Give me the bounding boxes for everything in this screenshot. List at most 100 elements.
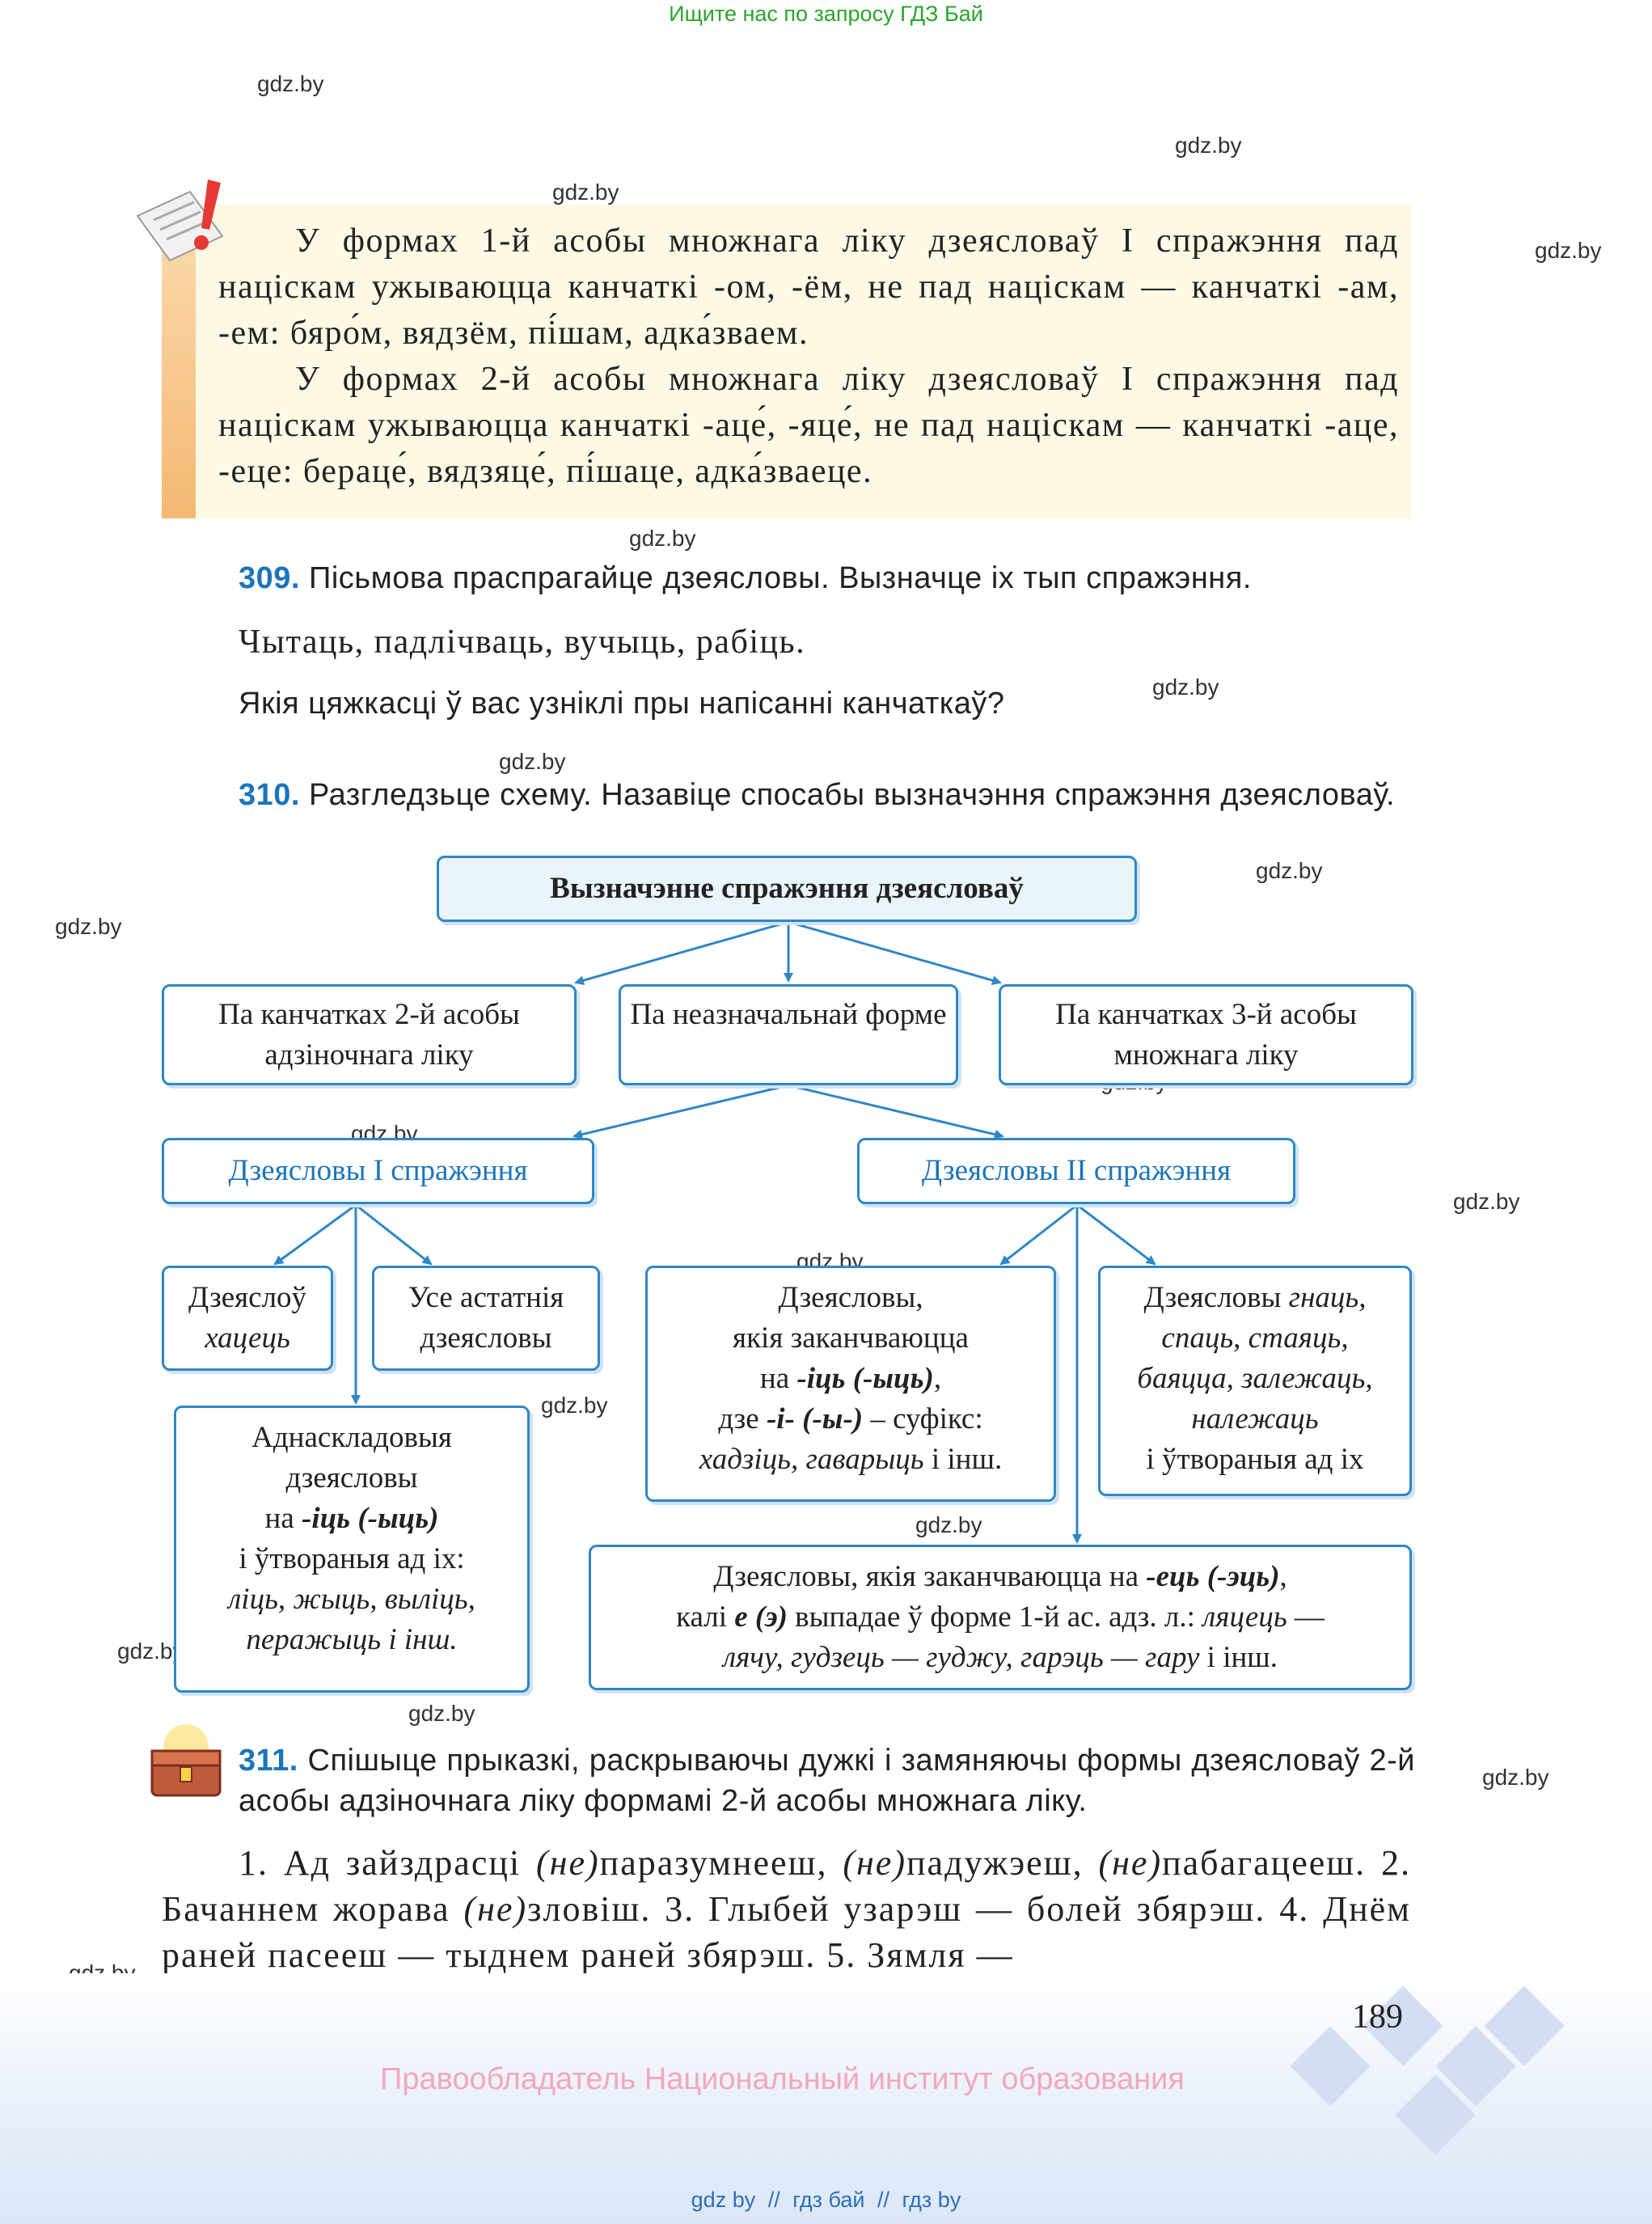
bottom-separator: // [767, 2188, 780, 2212]
box-line: Дзеясловы, якія заканчваюцца на -ець (-э… [591, 1557, 1409, 1597]
verbs-ets-box: Дзеясловы, якія заканчваюцца на -ець (-э… [589, 1545, 1412, 1690]
bottom-separator: // [877, 2188, 890, 2212]
box-line: Дзеяслоў [188, 1281, 307, 1314]
rule-text: У формах 1-й асобы множнага ліку дзеясло… [218, 218, 1399, 495]
box-text: , [1279, 1560, 1287, 1593]
proverb-text: паразумнееш, [599, 1843, 843, 1883]
diagram-root-box: Вызначэнне спражэння дзеясловаў [437, 856, 1137, 922]
box-text: -ець (-эць) [1146, 1560, 1280, 1593]
treasure-chest-icon [150, 1724, 222, 1797]
top-banner[interactable]: Ищите нас по запросу ГДЗ Бай [669, 2, 983, 26]
box-text: — [1287, 1600, 1325, 1634]
box-line: на -іць (-ыць), [648, 1359, 1054, 1399]
box-line: Дзеясловы гнаць, [1101, 1278, 1409, 1318]
rule-paragraph-1: У формах 1-й асобы множнага ліку дзеясло… [218, 222, 1399, 352]
method-box-3rd-person: Па канчатках 3-й асобы множнага ліку [999, 984, 1413, 1085]
verbs-its-suffix-box: Дзеясловы, якія заканчваюцца на -іць (-ы… [645, 1266, 1056, 1502]
box-line: і ўтвораныя ад іх [1146, 1443, 1364, 1476]
box-line: хацець [205, 1321, 290, 1355]
box-text: е (э) [734, 1600, 788, 1634]
verb-khatsets-box: Дзеяслоў хацець [162, 1266, 333, 1371]
watermark: gdz.by [499, 749, 566, 774]
other-verbs-box: Усе астатнія дзеясловы [372, 1266, 600, 1371]
watermark: gdz.by [55, 914, 122, 939]
box-line: хадзіць, гаварыць і інш. [648, 1440, 1054, 1480]
watermark: gdz.by [1175, 133, 1242, 158]
watermark: gdz.by [915, 1512, 982, 1537]
box-line: спаць, стаяць, [1161, 1321, 1349, 1355]
box-text: Дзеясловы, якія заканчваюцца на [713, 1560, 1147, 1593]
watermark: gdz.by [1256, 858, 1323, 883]
watermark: gdz.by [1535, 238, 1602, 263]
task-number: 310. [239, 778, 300, 812]
diagram-arrows [273, 920, 1156, 1544]
rule-box [162, 205, 1411, 518]
box-text: Дзеясловы [1143, 1281, 1289, 1314]
box-text: ыць і інш. [332, 1623, 458, 1656]
proverb-text: (не) [463, 1889, 528, 1929]
box-text: выпадае ў форме 1-й ас. адз. л.: [787, 1600, 1203, 1634]
bottom-link[interactable]: гдз бай [792, 2188, 865, 2212]
box-text: і інш. [1199, 1641, 1278, 1674]
task-number: 311. [239, 1744, 298, 1778]
task-309: 309. Пісьмова праспрагайце дзеясловы. Вы… [239, 558, 1419, 598]
task-311-proverbs: 1. Ад зайздрасці (не)паразумнееш, (не)па… [162, 1840, 1411, 1978]
box-text: ляцець [1202, 1600, 1287, 1634]
copyright-notice: Правообладатель Национальный институт об… [380, 2062, 1185, 2096]
box-line: дзеясловы [285, 1461, 418, 1495]
method-box-infinitive: Па неазначальнай форме [619, 984, 958, 1085]
box-text: на [759, 1362, 797, 1395]
verbs-gnats-box: Дзеясловы гнаць, спаць, стаяць, баяцца, … [1098, 1266, 1412, 1496]
bottom-link[interactable]: gdz by [691, 2188, 756, 2212]
conjugation-1-box: Дзеясловы I спражэння [162, 1138, 594, 1204]
task-text: Разгледзьце схему. Назавіце спосабы вызн… [309, 778, 1396, 812]
box-text: дзе [718, 1402, 767, 1435]
watermark: gdz.by [552, 180, 619, 205]
proverb-text: падужэеш, [906, 1843, 1099, 1883]
box-text: хадзіць, гаварыць [699, 1443, 924, 1476]
bottom-link[interactable]: гдз by [902, 2188, 961, 2212]
task-309-words: Чытаць, падлічваць, вучыць, рабіць. [239, 624, 806, 661]
watermark: gdz.by [1152, 674, 1219, 700]
task-311: 311. Спішыце прыказкі, раскрываючы дужкі… [239, 1740, 1415, 1821]
box-text: – суфікс: [863, 1402, 983, 1435]
box-text: -іць (-ыць) [796, 1362, 934, 1395]
task-309-question: Якія цяжкасці ў вас узніклі пры напісанн… [239, 687, 1005, 721]
box-line: перажыць і інш. [176, 1620, 527, 1660]
task-number: 309. [239, 561, 300, 595]
method-box-2nd-person: Па канчатках 2-й асобы адзіночнага ліку [162, 984, 577, 1085]
box-line: калі е (э) выпадае ў форме 1-й ас. адз. … [591, 1597, 1409, 1638]
attention-note-icon [136, 180, 224, 262]
box-line: лячу, гудзець — гуджу, гарэць — гару і і… [591, 1638, 1409, 1678]
rule-paragraph-2: У формах 2-й асобы множнага ліку дзеясло… [218, 361, 1399, 490]
box-text: , [933, 1362, 942, 1395]
box-line: Дзеясловы, [778, 1281, 923, 1314]
box-text: на [264, 1502, 302, 1535]
proverb-text: 1. Ад зайздрасці [239, 1843, 536, 1883]
box-line: дзе -і- (-ы-) – суфікс: [648, 1399, 1054, 1440]
box-line: належаць [1191, 1402, 1319, 1435]
conjugation-2-box: Дзеясловы II спражэння [857, 1138, 1295, 1204]
proverb-text: зловіш. 3. Глыбей узарэш — болей збярэш.… [162, 1889, 1412, 1975]
box-text: лячу, гудзець — гуджу, гарэць — гару [722, 1641, 1200, 1674]
watermark: gdz.by [1482, 1765, 1549, 1790]
proverb-text: (не) [535, 1843, 600, 1883]
task-text: Пісьмова праспрагайце дзеясловы. Вызначц… [309, 561, 1252, 595]
box-line: ліць, жыць, выліць, [228, 1583, 475, 1616]
watermark: gdz.by [541, 1393, 608, 1418]
box-text: -і- (-ы-) [766, 1402, 864, 1435]
box-line: якія заканчваюцца [733, 1321, 969, 1355]
page-number: 189 [1352, 1998, 1403, 2036]
box-text: і інш. [923, 1443, 1003, 1476]
box-text: пераж [246, 1623, 332, 1656]
bottom-links: gdz by // гдз бай // гдз by [0, 2188, 1652, 2213]
watermark: gdz.by [1453, 1189, 1520, 1214]
box-line: на -іць (-ыць) [176, 1499, 527, 1539]
proverb-text: (не) [843, 1843, 906, 1883]
watermark: gdz.by [117, 1638, 184, 1664]
proverb-text: пабагацееш. 2. Бачаннем жорава [162, 1843, 1412, 1929]
box-line: баяцца, залежаць, [1137, 1362, 1373, 1395]
task-text: Спішыце прыказкі, раскрываючы дужкі і за… [239, 1744, 1416, 1818]
watermark: gdz.by [408, 1701, 475, 1726]
box-line: і ўтвораныя ад іх: [239, 1542, 465, 1575]
